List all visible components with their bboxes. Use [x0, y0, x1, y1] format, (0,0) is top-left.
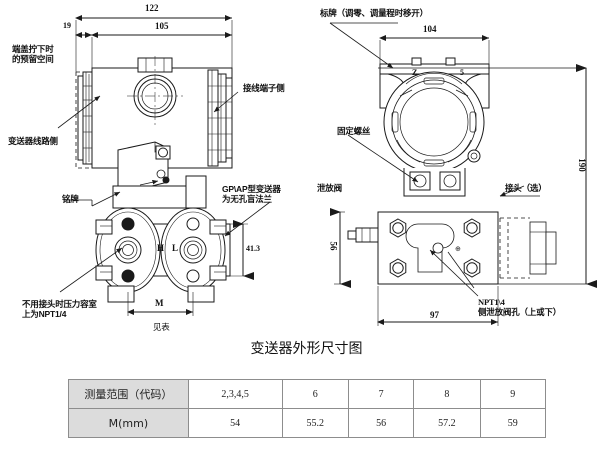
mark-5: 5 — [460, 68, 464, 77]
label-nameplate-adjust-note: 标牌（调零、调量程时移开） — [320, 8, 428, 18]
label-port-l: L — [172, 243, 179, 253]
table-row-header: 测量范围（代码） — [68, 379, 189, 409]
table-cell: 8 — [413, 379, 481, 409]
dimension-cover-clearance: 19 — [63, 21, 71, 30]
label-connector-optional: 接头（选） — [505, 183, 547, 193]
table-cell: 59 — [479, 408, 547, 438]
table-cell: 6 — [281, 379, 349, 409]
label-blind-flange-note: GP\AP型变送器 为无孔盲法兰 — [222, 184, 281, 204]
table-cell: 56 — [347, 408, 415, 438]
label-port-h: H — [157, 243, 165, 253]
table-row: M(mm) 54 55.2 56 57.2 59 — [68, 408, 547, 438]
table-cell: 7 — [347, 379, 415, 409]
dimension-flange-height: 56 — [328, 241, 339, 251]
svg-text:⊕: ⊕ — [455, 245, 461, 253]
label-terminal-side: 接线端子侧 — [243, 83, 285, 93]
dimension-overall-width: 122 — [145, 3, 159, 13]
mark-z: Z — [412, 68, 418, 77]
label-drain-valve: 泄放阀 — [317, 183, 342, 193]
dimension-housing-depth: 104 — [423, 24, 437, 34]
table-cell: 9 — [479, 379, 547, 409]
dimension-flange-bolt-spacing: 41.3 — [246, 244, 260, 253]
label-nameplate: 铭牌 — [62, 194, 79, 204]
table-row: 测量范围（代码） 2,3,4,5 6 7 8 9 — [68, 379, 547, 409]
table-row-header: M(mm) — [68, 408, 189, 438]
label-fixing-screw: 固定螺丝 — [337, 126, 371, 136]
table-cell: 2,3,4,5 — [187, 379, 283, 409]
label-cover-clearance-note: 端盖拧下时 的预留空间 — [12, 44, 54, 64]
label-side-drain-port-note: NPT1\4 侧泄放阀孔（上或下） — [478, 297, 562, 317]
label-npt-pressure-chamber-note: 不用接头时压力容室 上为NPT1/4 — [22, 299, 97, 319]
dimension-housing-width: 105 — [155, 21, 169, 31]
dimension-table: 测量范围（代码） 2,3,4,5 6 7 8 9 M(mm) 54 55.2 5… — [68, 379, 547, 438]
label-see-table: 见表 — [153, 322, 170, 332]
table-cell: 57.2 — [413, 408, 481, 438]
label-circuit-side: 变送器线路侧 — [8, 136, 58, 146]
dimension-M: M — [155, 298, 164, 308]
table-cell: 55.2 — [281, 408, 349, 438]
drawing-caption: 变送器外形尺寸图 — [250, 341, 363, 357]
table-cell: 54 — [187, 408, 283, 438]
dimension-flange-width: 97 — [430, 310, 439, 320]
dimension-overall-height: 190 — [576, 158, 587, 172]
